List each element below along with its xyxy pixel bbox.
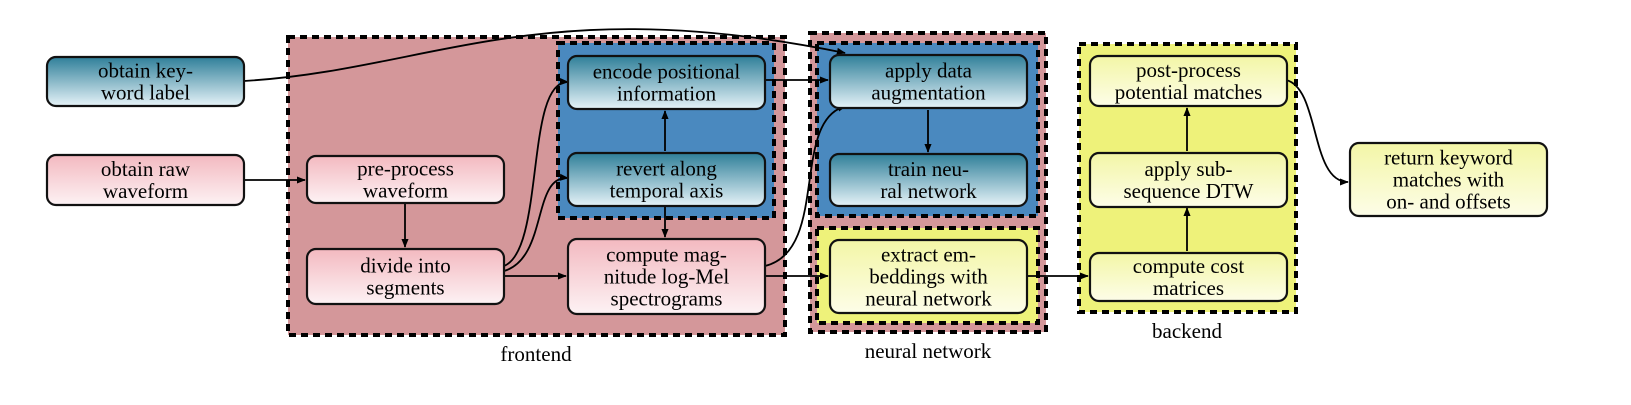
node-label-line: extract em- (881, 243, 976, 267)
node-label-line: segments (366, 276, 444, 300)
node-box (828, 152, 1029, 208)
node-label-line: divide into (360, 254, 450, 278)
group-label-neural-network: neural network (865, 339, 992, 363)
node-box (1088, 251, 1289, 303)
edge-logmel-to-augmentation (764, 104, 847, 267)
node-label-line: spectrograms (611, 287, 723, 311)
node-box (45, 55, 246, 108)
node-obtain-keyword-label: obtain key-word label (45, 55, 246, 108)
node-label-line: train neu- (888, 157, 969, 181)
node-label-line: obtain key- (98, 59, 193, 83)
edges (243, 28, 1349, 280)
node-box (566, 151, 767, 208)
node-label-line: apply sub- (1144, 157, 1232, 181)
node-label-line: encode positional (593, 60, 741, 84)
node-label-line: post-process (1136, 58, 1241, 82)
node-box (305, 154, 506, 205)
node-label-line: information (617, 82, 717, 106)
node-box (1348, 141, 1549, 218)
node-apply-subsequence-dtw: apply sub-sequence DTW (1088, 151, 1289, 209)
node-label-line: nitude log-Mel (604, 265, 730, 289)
edge-postprocess-to-return (1285, 79, 1349, 186)
node-box (828, 53, 1029, 110)
node-label-line: word label (101, 81, 190, 105)
group-label-backend: backend (1152, 319, 1222, 343)
group-label-frontend: frontend (500, 342, 572, 366)
node-label-line: beddings with (869, 265, 988, 289)
node-label-line: waveform (103, 179, 188, 203)
node-box (828, 238, 1029, 315)
node-label-line: augmentation (871, 81, 986, 105)
node-label-line: apply data (885, 59, 973, 83)
node-box (1088, 151, 1289, 209)
node-box (566, 54, 767, 111)
node-label-line: temporal axis (610, 179, 724, 203)
node-label-line: sequence DTW (1123, 179, 1253, 203)
node-label-line: on- and offsets (1386, 190, 1510, 214)
node-label-line: pre-process (357, 157, 454, 181)
node-train-neural-network: train neu-ral network (828, 152, 1029, 208)
node-label-line: revert along (616, 157, 717, 181)
node-label-line: waveform (363, 179, 448, 203)
edge-keyword-to-augmentation (243, 28, 846, 82)
node-box (566, 237, 767, 316)
node-label-line: matches with (1393, 168, 1505, 192)
node-label-line: compute cost (1133, 254, 1245, 278)
node-label-line: compute mag- (606, 243, 727, 267)
node-label-line: neural network (865, 287, 992, 311)
node-label-line: ral network (880, 179, 977, 203)
node-label-line: matrices (1153, 276, 1224, 300)
edge-divide-to-encode (503, 78, 569, 267)
node-box (1088, 54, 1289, 108)
node-box (305, 247, 506, 306)
edge-divide-to-revert (503, 173, 569, 272)
node-box (45, 153, 246, 207)
node-label-line: potential matches (1115, 80, 1263, 104)
node-label-line: obtain raw (101, 157, 191, 181)
node-label-line: return keyword (1384, 146, 1513, 170)
